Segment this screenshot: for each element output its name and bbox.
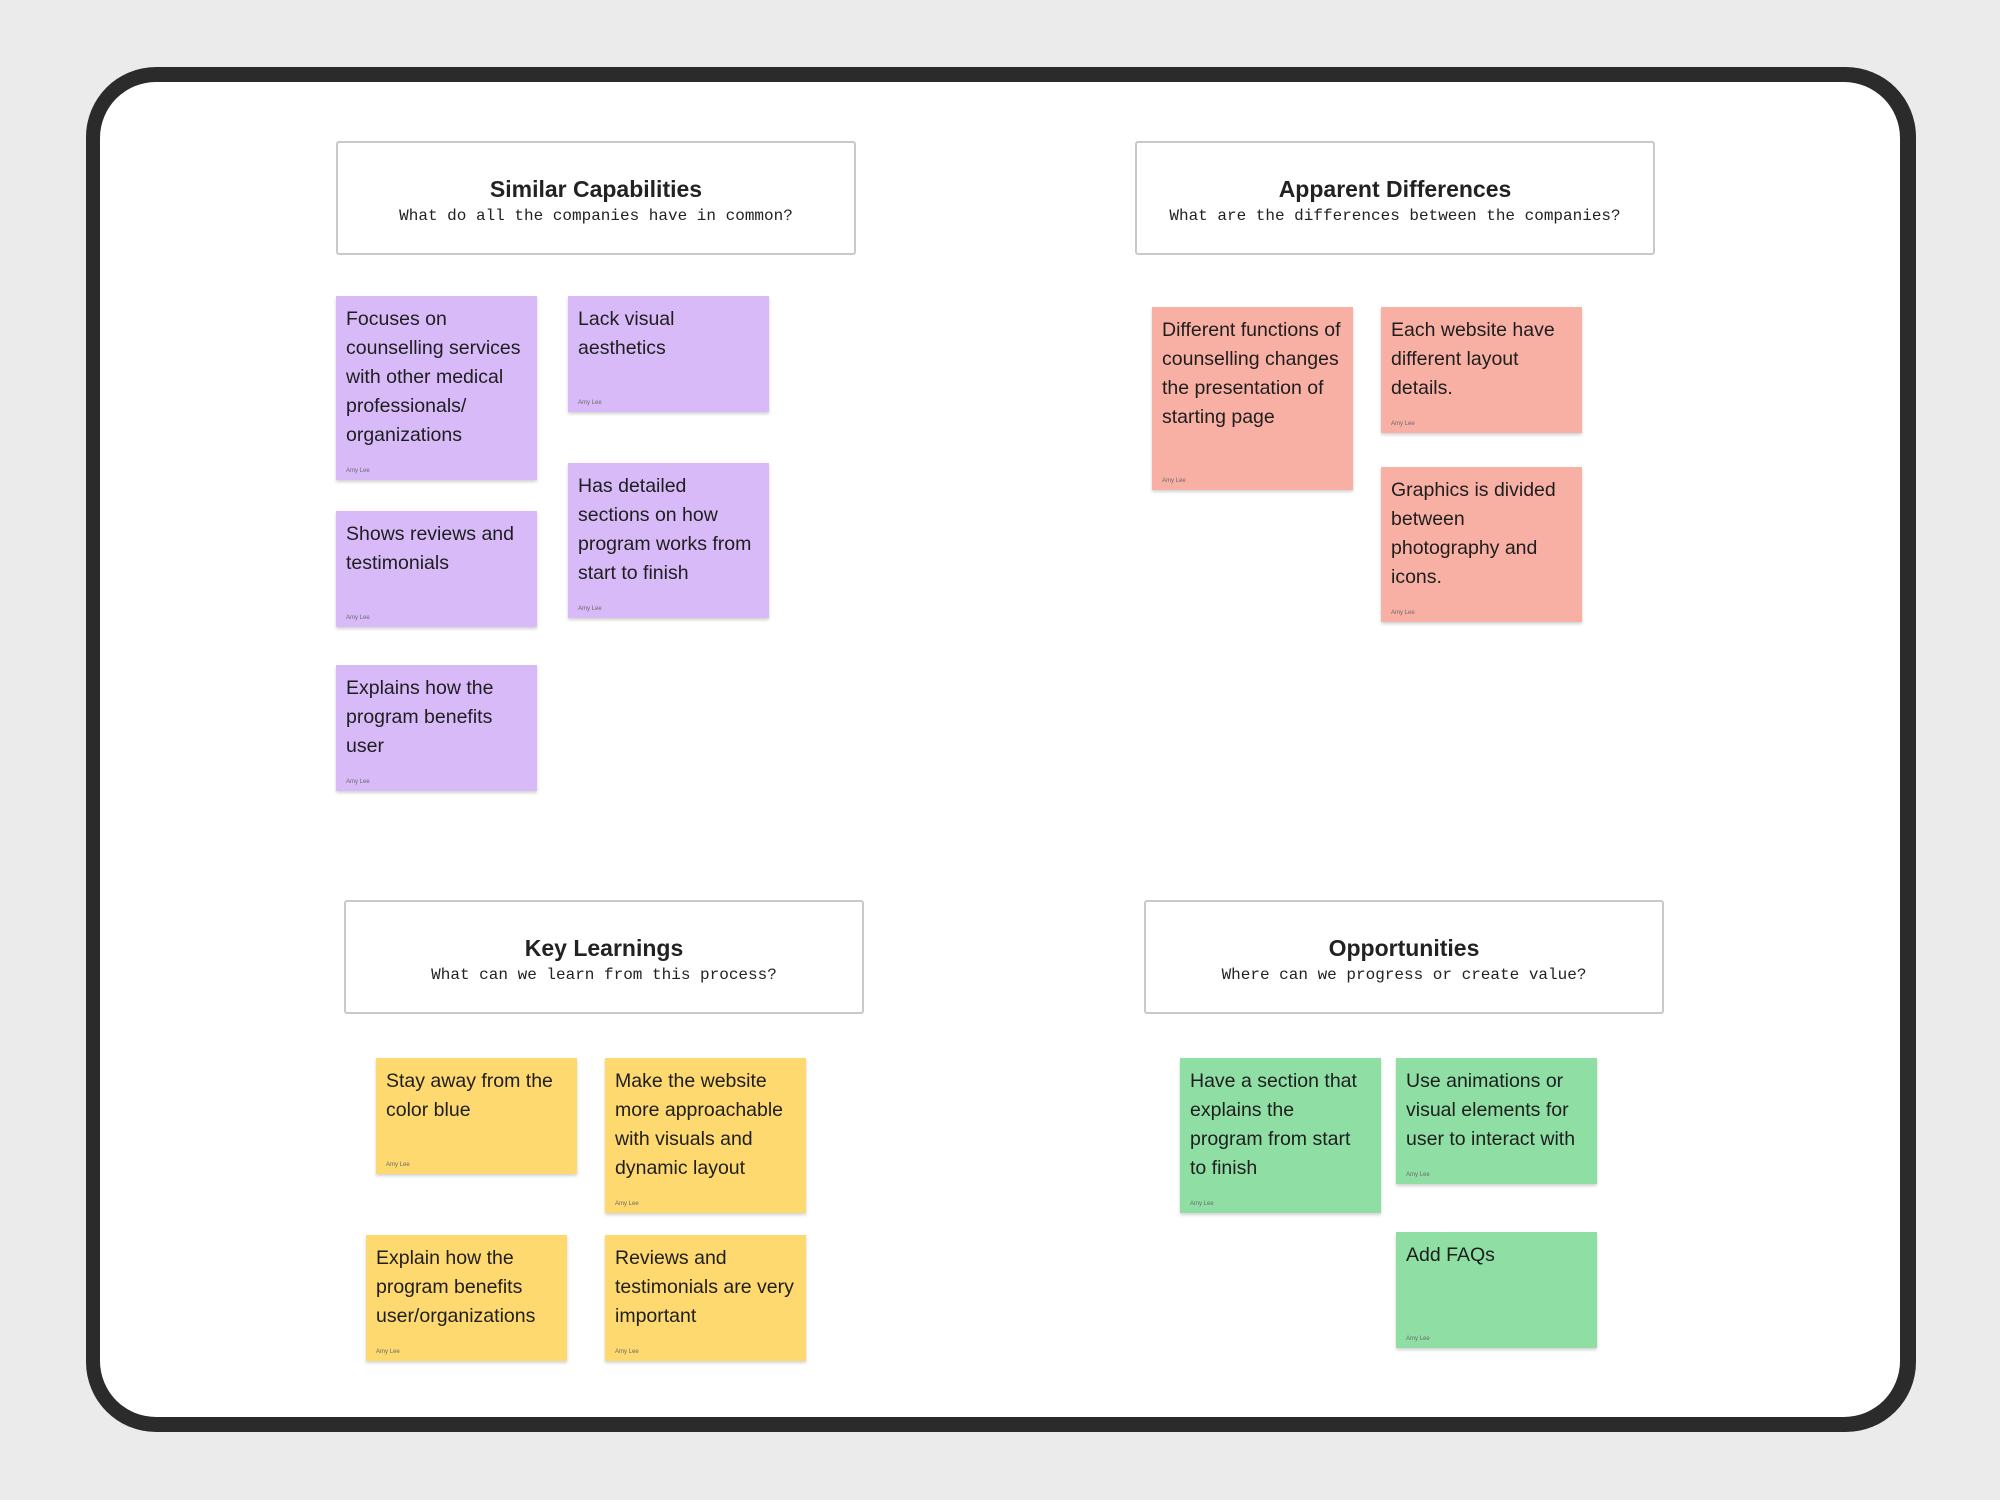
sticky-note[interactable]: Add FAQs Amy Lee — [1396, 1232, 1597, 1348]
sticky-note[interactable]: Different functions of counselling chang… — [1152, 307, 1353, 490]
section-title: Key Learnings — [524, 935, 684, 961]
sticky-note-text: Explain how the program benefits user/or… — [376, 1247, 536, 1327]
sticky-note-author: Amy Lee — [346, 468, 370, 474]
sticky-note-author: Amy Lee — [1406, 1172, 1430, 1178]
sticky-note-author: Amy Lee — [346, 779, 370, 785]
sticky-note-author: Amy Lee — [376, 1349, 400, 1355]
sticky-note-text: Add FAQs — [1406, 1244, 1495, 1266]
sticky-note[interactable]: Use animations or visual elements for us… — [1396, 1058, 1597, 1184]
section-subtitle: What can we learn from this process? — [431, 966, 777, 984]
sticky-note-text: Each website have different layout detai… — [1391, 319, 1555, 399]
sticky-note[interactable]: Have a section that explains the program… — [1180, 1058, 1381, 1213]
sticky-note[interactable]: Each website have different layout detai… — [1381, 307, 1582, 433]
section-subtitle: What do all the companies have in common… — [399, 207, 793, 225]
sticky-note-author: Amy Lee — [1162, 478, 1186, 484]
sticky-note-text: Different functions of counselling chang… — [1162, 319, 1341, 428]
sticky-note-text: Make the website more approachable with … — [615, 1070, 784, 1179]
sticky-note-author: Amy Lee — [1391, 610, 1415, 616]
sticky-note-text: Reviews and testimonials are very import… — [615, 1247, 794, 1327]
sticky-note-text: Has detailed sections on how program wor… — [578, 475, 752, 584]
sticky-note[interactable]: Explain how the program benefits user/or… — [366, 1235, 567, 1361]
sticky-note-author: Amy Lee — [615, 1201, 639, 1207]
sticky-note-author: Amy Lee — [615, 1349, 639, 1355]
sticky-note[interactable]: Graphics is divided between photography … — [1381, 467, 1582, 622]
section-header-opportunities[interactable]: Opportunities Where can we progress or c… — [1144, 900, 1664, 1014]
sticky-note-text: Stay away from the color blue — [386, 1070, 553, 1121]
section-title: Opportunities — [1328, 935, 1480, 961]
section-header-key-learnings[interactable]: Key Learnings What can we learn from thi… — [344, 900, 864, 1014]
sticky-note-author: Amy Lee — [1190, 1201, 1214, 1207]
sticky-note-author: Amy Lee — [578, 606, 602, 612]
sticky-note-text: Lack visual aesthetics — [578, 308, 675, 359]
sticky-note-text: Use animations or visual elements for us… — [1406, 1070, 1576, 1150]
sticky-note[interactable]: Focuses on counselling services with oth… — [336, 296, 537, 480]
section-subtitle: Where can we progress or create value? — [1221, 966, 1587, 984]
sticky-note-text: Focuses on counselling services with oth… — [346, 308, 521, 446]
sticky-note-text: Have a section that explains the program… — [1190, 1070, 1357, 1179]
sticky-note-text: Shows reviews and testimonials — [346, 523, 514, 574]
section-subtitle: What are the differences between the com… — [1169, 207, 1621, 225]
sticky-note-author: Amy Lee — [386, 1162, 410, 1168]
sticky-note[interactable]: Lack visual aesthetics Amy Lee — [568, 296, 769, 412]
sticky-note-author: Amy Lee — [578, 400, 602, 406]
sticky-note[interactable]: Make the website more approachable with … — [605, 1058, 806, 1213]
section-title: Similar Capabilities — [489, 176, 703, 202]
sticky-note[interactable]: Shows reviews and testimonials Amy Lee — [336, 511, 537, 627]
section-header-apparent-differences[interactable]: Apparent Differences What are the differ… — [1135, 141, 1655, 255]
sticky-note[interactable]: Stay away from the color blue Amy Lee — [376, 1058, 577, 1174]
sticky-note[interactable]: Explains how the program benefits user A… — [336, 665, 537, 791]
sticky-note-text: Explains how the program benefits user — [346, 677, 494, 757]
sticky-note-text: Graphics is divided between photography … — [1391, 479, 1556, 588]
section-header-similar-capabilities[interactable]: Similar Capabilities What do all the com… — [336, 141, 856, 255]
whiteboard-canvas[interactable]: Similar Capabilities What do all the com… — [100, 82, 1900, 1417]
sticky-note[interactable]: Reviews and testimonials are very import… — [605, 1235, 806, 1361]
sticky-note-author: Amy Lee — [1391, 421, 1415, 427]
sticky-note-author: Amy Lee — [346, 615, 370, 621]
sticky-note-author: Amy Lee — [1406, 1336, 1430, 1342]
sticky-note[interactable]: Has detailed sections on how program wor… — [568, 463, 769, 618]
section-title: Apparent Differences — [1278, 176, 1512, 202]
